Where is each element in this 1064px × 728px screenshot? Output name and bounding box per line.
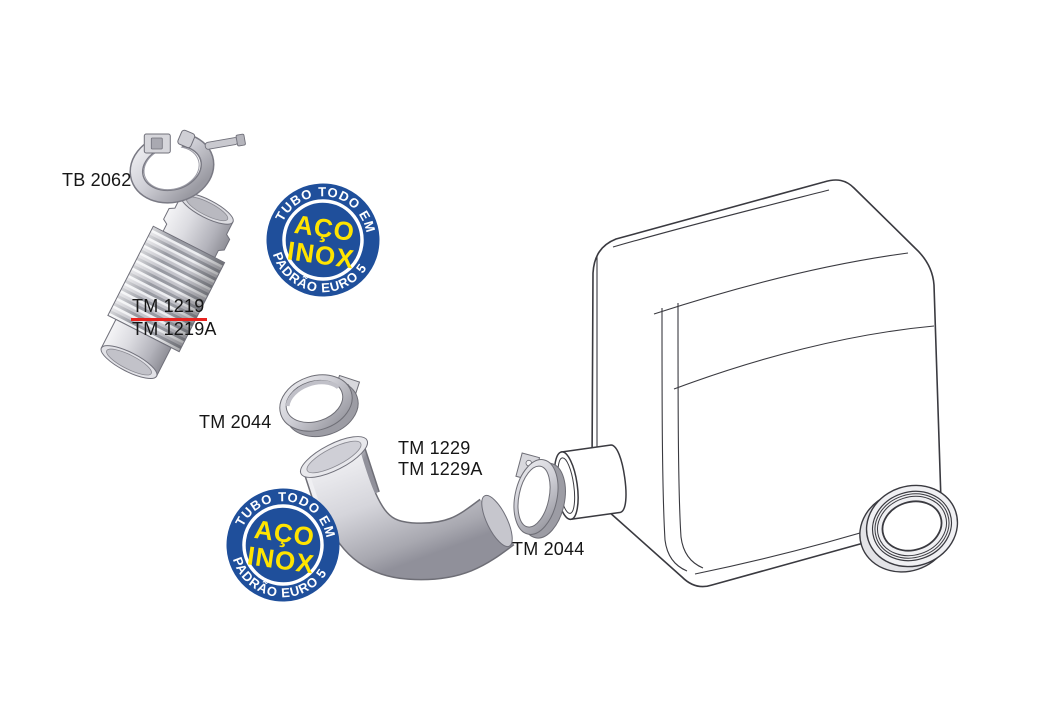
clamp-bolt: [204, 133, 246, 150]
label-tb2062: TB 2062: [62, 170, 132, 190]
flex-pipe-tm1219: [100, 192, 234, 379]
band-clamp-tm2044-left: [279, 374, 361, 438]
label-tm1219: TM 1219: [131, 296, 208, 321]
label-tm1229a: TM 1229A: [398, 459, 483, 479]
label-tm1219-underlined: TM 1219: [131, 296, 208, 321]
label-tm2044-right: TM 2044: [512, 539, 585, 559]
label-tm1229: TM 1229: [398, 438, 471, 458]
label-tm1219a: TM 1219A: [132, 319, 217, 339]
elbow-pipe-tm1229: [300, 436, 515, 581]
band-clamp-tm2044-right: [513, 452, 566, 539]
muffler-outlet-flange: [859, 484, 959, 573]
label-tm2044-left: TM 2044: [199, 412, 272, 432]
aco-inox-badge-bottom: TUBO TODO EM PADRÃO EURO 5 AÇO INOX: [225, 482, 344, 607]
v-band-clamp-tb2062: [129, 129, 215, 204]
aco-inox-badge-top: TUBO TODO EM PADRÃO EURO 5 AÇO INOX: [265, 177, 384, 302]
